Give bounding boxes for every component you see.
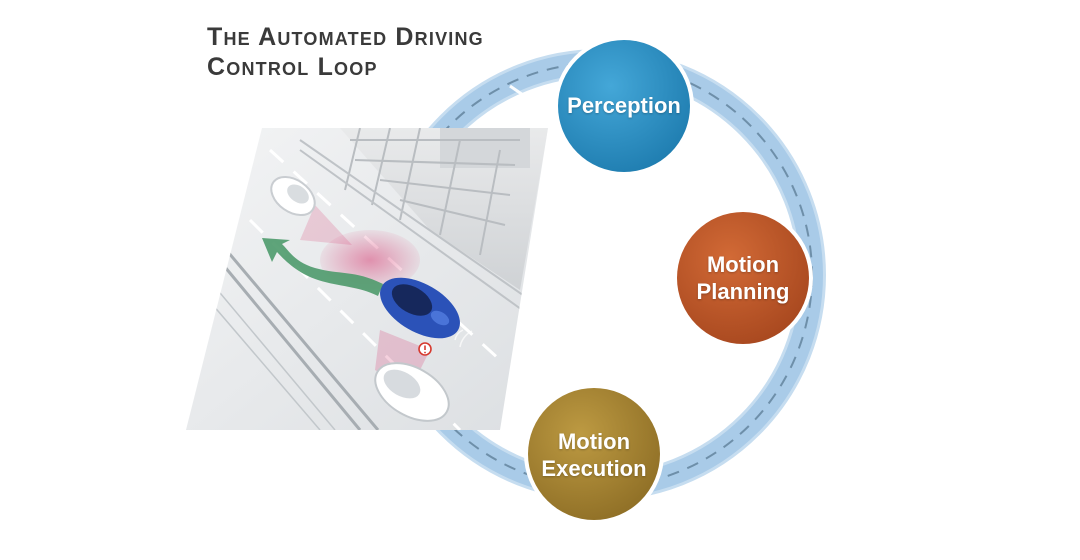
title-line-1: The Automated Driving <box>207 23 484 51</box>
ego-vehicle <box>380 277 460 339</box>
perception-label-line-1: Perception <box>567 93 681 118</box>
title-line-2: Control Loop <box>207 53 378 81</box>
motion-execution-label-line-1: Motion <box>557 429 631 454</box>
warning-icon <box>418 342 432 356</box>
motion-execution-label: Motion Execution <box>509 428 679 482</box>
perception-node <box>554 36 694 176</box>
following-vehicle <box>374 362 450 422</box>
motion-execution-label-line-2: Execution <box>541 456 647 481</box>
motion-planning-label: Motion Planning <box>658 251 828 305</box>
motion-planning-node <box>673 208 813 348</box>
motion-planning-label-line-1: Motion <box>706 252 780 277</box>
motion-execution-node <box>524 384 664 524</box>
perception-label: Perception <box>539 92 709 119</box>
curved-arrow-icon <box>262 238 383 296</box>
diagram-title: The Automated Driving Control Loop <box>207 22 484 82</box>
motion-planning-label-line-2: Planning <box>696 279 790 304</box>
lead-vehicle <box>270 175 316 217</box>
street-scene-image <box>186 128 548 430</box>
